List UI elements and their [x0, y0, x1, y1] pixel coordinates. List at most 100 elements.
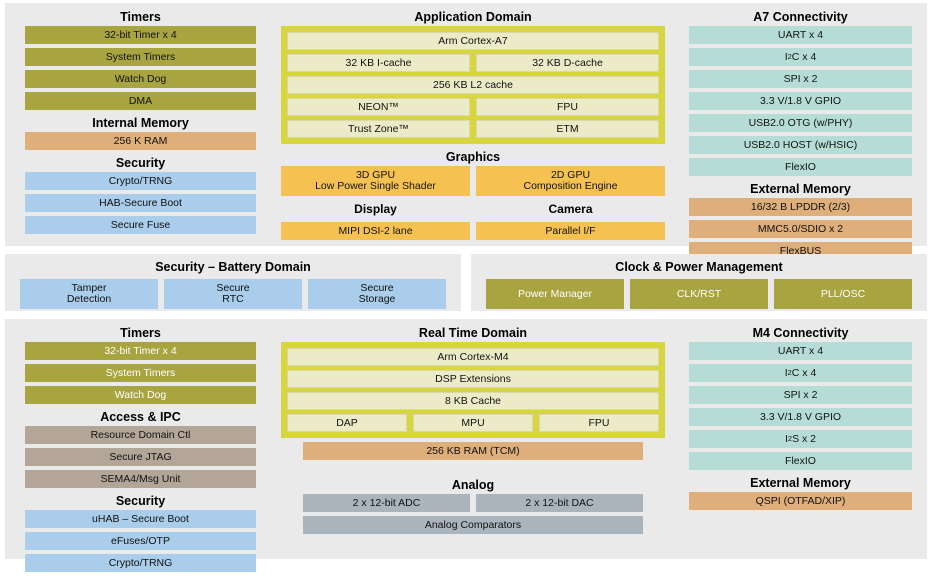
block-32kb-icache[interactable]: 32 KB I-cache — [287, 54, 470, 72]
block-dma[interactable]: DMA — [25, 92, 256, 110]
block-secure-rtc[interactable]: Secure RTC — [164, 279, 302, 309]
block-256kb-ram-tcm[interactable]: 256 KB RAM (TCM) — [303, 442, 643, 460]
real-time-domain-column: Real Time Domain Arm Cortex-M4 DSP Exten… — [281, 324, 665, 538]
block-arm-cortex-m4[interactable]: Arm Cortex-M4 — [287, 348, 659, 366]
block-trust-zone[interactable]: Trust Zone™ — [287, 120, 470, 138]
group-title-analog: Analog — [451, 478, 495, 492]
group-title-external-memory-m4: External Memory — [750, 476, 851, 490]
group-title-timers-m4: Timers — [120, 326, 161, 340]
block-32bit-timer-x4-m4[interactable]: 32-bit Timer x 4 — [25, 342, 256, 360]
group-title-real-time-domain: Real Time Domain — [418, 326, 528, 340]
group-title-external-memory-a7: External Memory — [750, 182, 851, 196]
block-2d-gpu[interactable]: 2D GPU Composition Engine — [476, 166, 665, 196]
block-system-timers-m4[interactable]: System Timers — [25, 364, 256, 382]
block-fpu-a7[interactable]: FPU — [476, 98, 659, 116]
block-clk-rst[interactable]: CLK/RST — [630, 279, 768, 309]
gpu-row: 3D GPU Low Power Single Shader 2D GPU Co… — [281, 166, 665, 196]
block-256k-ram[interactable]: 256 K RAM — [25, 132, 256, 150]
block-32kb-dcache[interactable]: 32 KB D-cache — [476, 54, 659, 72]
block-adc[interactable]: 2 x 12-bit ADC — [303, 494, 470, 512]
cortex-a7-core-group: Arm Cortex-A7 32 KB I-cache 32 KB D-cach… — [281, 26, 665, 144]
group-title-display: Display — [354, 202, 397, 216]
display-camera-titles: Display Camera — [281, 200, 665, 218]
cortex-m4-core-group: Arm Cortex-M4 DSP Extensions 8 KB Cache … — [281, 342, 665, 438]
top-left-column: Timers 32-bit Timer x 4 System Timers Wa… — [25, 8, 256, 238]
group-title-internal-memory: Internal Memory — [92, 116, 189, 130]
group-title-clock-power-management: Clock & Power Management — [615, 260, 783, 274]
block-mmc-sdio[interactable]: MMC5.0/SDIO x 2 — [689, 220, 912, 238]
display-camera-row: MIPI DSI-2 lane Parallel I/F — [281, 222, 665, 240]
group-title-application-domain: Application Domain — [414, 10, 532, 24]
block-8kb-cache[interactable]: 8 KB Cache — [287, 392, 659, 410]
group-title-security-battery-domain: Security – Battery Domain — [155, 260, 311, 274]
cache-row: 32 KB I-cache 32 KB D-cache — [287, 54, 659, 72]
block-3d-gpu[interactable]: 3D GPU Low Power Single Shader — [281, 166, 470, 196]
block-spi-x2-m4[interactable]: SPI x 2 — [689, 386, 912, 404]
group-title-access-ipc: Access & IPC — [100, 410, 181, 424]
group-title-timers-a7: Timers — [120, 10, 161, 24]
block-sema4-msg-unit[interactable]: SEMA4/Msg Unit — [25, 470, 256, 488]
block-uhab-secure-boot[interactable]: uHAB – Secure Boot — [25, 510, 256, 528]
group-title-a7-connectivity: A7 Connectivity — [753, 10, 848, 24]
block-flexio-m4[interactable]: FlexIO — [689, 452, 912, 470]
trustzone-etm-row: Trust Zone™ ETM — [287, 120, 659, 138]
block-mipi-dsi[interactable]: MIPI DSI-2 lane — [281, 222, 470, 240]
block-dap[interactable]: DAP — [287, 414, 407, 432]
group-title-security-m4: Security — [115, 494, 166, 508]
top-panel: Timers 32-bit Timer x 4 System Timers Wa… — [5, 3, 927, 260]
block-system-timers[interactable]: System Timers — [25, 48, 256, 66]
block-usb-host[interactable]: USB2.0 HOST (w/HSIC) — [689, 136, 912, 154]
block-uart-x4-a7[interactable]: UART x 4 — [689, 26, 912, 44]
block-flexio-a7[interactable]: FlexIO — [689, 158, 912, 176]
group-title-camera: Camera — [548, 202, 593, 216]
block-watch-dog-m4[interactable]: Watch Dog — [25, 386, 256, 404]
block-gpio-m4[interactable]: 3.3 V/1.8 V GPIO — [689, 408, 912, 426]
block-spi-x2-a7[interactable]: SPI x 2 — [689, 70, 912, 88]
block-power-manager[interactable]: Power Manager — [486, 279, 624, 309]
battery-domain-row: Tamper Detection Secure RTC Secure Stora… — [20, 279, 446, 309]
block-secure-jtag[interactable]: Secure JTAG — [25, 448, 256, 466]
block-secure-storage[interactable]: Secure Storage — [308, 279, 446, 309]
block-tamper-detection[interactable]: Tamper Detection — [20, 279, 158, 309]
block-parallel-if[interactable]: Parallel I/F — [476, 222, 665, 240]
block-efuses-otp[interactable]: eFuses/OTP — [25, 532, 256, 550]
block-hab-secure-boot[interactable]: HAB-Secure Boot — [25, 194, 256, 212]
block-neon[interactable]: NEON™ — [287, 98, 470, 116]
block-analog-comparators[interactable]: Analog Comparators — [303, 516, 643, 534]
block-mpu[interactable]: MPU — [413, 414, 533, 432]
block-arm-cortex-a7[interactable]: Arm Cortex-A7 — [287, 32, 659, 50]
block-lpddr[interactable]: 16/32 B LPDDR (2/3) — [689, 198, 912, 216]
block-etm[interactable]: ETM — [476, 120, 659, 138]
block-crypto-trng-a7[interactable]: Crypto/TRNG — [25, 172, 256, 190]
block-secure-fuse[interactable]: Secure Fuse — [25, 216, 256, 234]
block-fpu-m4[interactable]: FPU — [539, 414, 659, 432]
block-32bit-timer-x4[interactable]: 32-bit Timer x 4 — [25, 26, 256, 44]
block-crypto-trng-m4[interactable]: Crypto/TRNG — [25, 554, 256, 572]
block-dac[interactable]: 2 x 12-bit DAC — [476, 494, 643, 512]
neon-fpu-row: NEON™ FPU — [287, 98, 659, 116]
group-title-graphics: Graphics — [445, 150, 501, 164]
block-diagram: Timers 32-bit Timer x 4 System Timers Wa… — [5, 3, 927, 572]
group-title-m4-connectivity: M4 Connectivity — [752, 326, 849, 340]
block-uart-x4-m4[interactable]: UART x 4 — [689, 342, 912, 360]
block-gpio-a7[interactable]: 3.3 V/1.8 V GPIO — [689, 92, 912, 110]
adc-dac-row: 2 x 12-bit ADC 2 x 12-bit DAC — [303, 494, 643, 512]
bottom-panel: Timers 32-bit Timer x 4 System Timers Wa… — [5, 319, 927, 572]
security-battery-panel: Security – Battery Domain Tamper Detecti… — [5, 254, 461, 311]
block-watch-dog[interactable]: Watch Dog — [25, 70, 256, 88]
block-resource-domain-ctl[interactable]: Resource Domain Ctl — [25, 426, 256, 444]
application-domain-column: Application Domain Arm Cortex-A7 32 KB I… — [281, 8, 665, 240]
block-qspi[interactable]: QSPI (OTFAD/XIP) — [689, 492, 912, 510]
block-256kb-l2-cache[interactable]: 256 KB L2 cache — [287, 76, 659, 94]
block-dsp-extensions[interactable]: DSP Extensions — [287, 370, 659, 388]
bottom-left-column: Timers 32-bit Timer x 4 System Timers Wa… — [25, 324, 256, 576]
block-pll-osc[interactable]: PLL/OSC — [774, 279, 912, 309]
clock-power-row: Power Manager CLK/RST PLL/OSC — [486, 279, 912, 309]
block-usb-otg[interactable]: USB2.0 OTG (w/PHY) — [689, 114, 912, 132]
dap-mpu-fpu-row: DAP MPU FPU — [287, 414, 659, 432]
